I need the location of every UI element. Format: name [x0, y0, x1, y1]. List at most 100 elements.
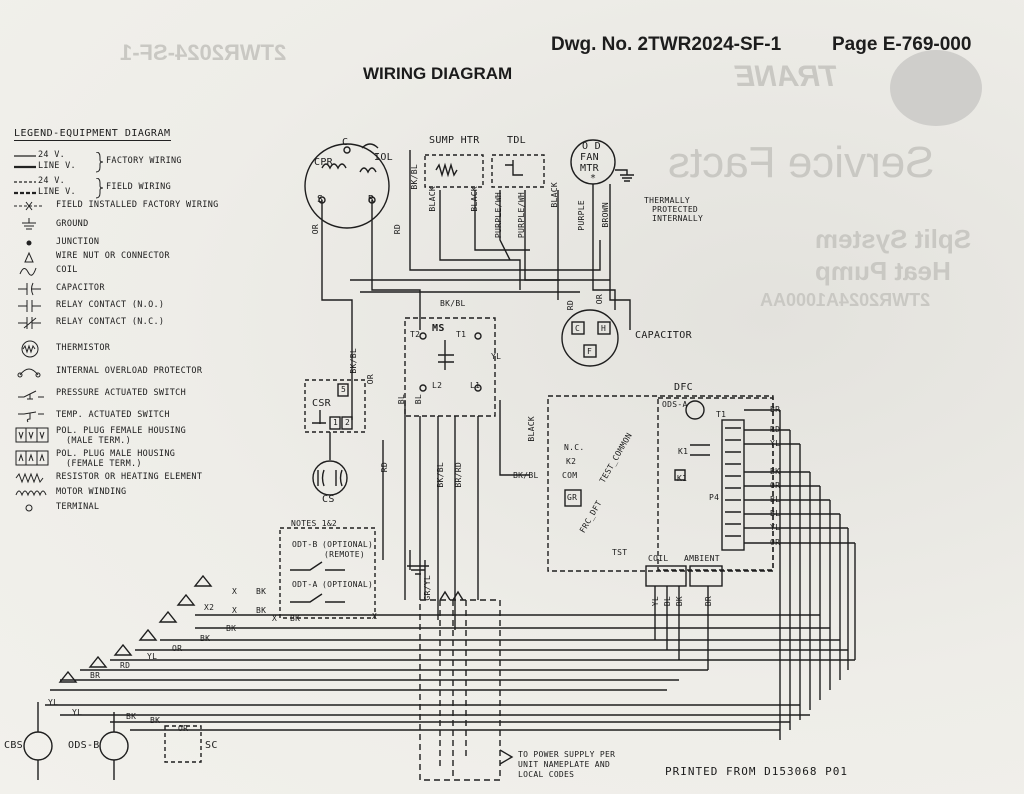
label-cpr-r: R — [368, 194, 375, 205]
wire-dfc-or: OR — [770, 481, 781, 490]
label-cpr-s: S — [317, 194, 324, 205]
wire-bk-bl-left: BK/BL — [349, 348, 358, 374]
wire-cbs-or: OR — [178, 724, 189, 733]
wire-dfc-or-2: OR — [770, 538, 781, 547]
power-note-1: TO POWER SUPPLY PER — [518, 750, 616, 759]
legend-item-relay-nc: RELAY CONTACT (N.C.) — [14, 316, 249, 330]
wire-rd-2: RD — [380, 462, 389, 473]
footer-printed-from: PRINTED FROM D153068 P01 — [665, 765, 848, 778]
label-dfc: DFC — [674, 382, 693, 393]
wire-bk-2: BK — [256, 606, 267, 615]
label-nc: N.C. — [564, 443, 585, 452]
label-l2: L2 — [432, 381, 443, 390]
wire-or-1: OR — [311, 224, 320, 235]
label-tst: TST — [612, 548, 628, 557]
coil-plug — [645, 565, 687, 587]
label-dfc-t1: T1 — [716, 410, 727, 419]
legend-field-label: FIELD WIRING — [106, 182, 172, 192]
wire-rd-cap: RD — [566, 300, 575, 311]
legend-item-temp-switch: TEMP. ACTUATED SWITCH — [14, 409, 249, 423]
label-t1: T1 — [456, 330, 467, 339]
label-cap-h: H — [601, 324, 607, 333]
wire-or-4: OR — [172, 644, 183, 653]
wire-coil-yl: YL — [651, 596, 660, 607]
diagram-title: WIRING DIAGRAM — [363, 64, 513, 83]
dfc-board-box — [547, 395, 774, 572]
legend-label-17: MOTOR WINDING — [56, 487, 127, 497]
legend-item-thermistor: THERMISTOR — [14, 340, 249, 358]
wire-bk-bl-k2: BK/BL — [513, 471, 539, 480]
wire-coil-bk: BK — [675, 596, 684, 607]
power-note-2: UNIT NAMEPLATE AND — [518, 760, 611, 769]
wire-bk-3: BK — [290, 614, 301, 623]
label-odt-b: ODT-B — [292, 540, 318, 549]
legend-item-junction: JUNCTION — [14, 236, 249, 250]
label-csr-5: 5 — [341, 385, 347, 394]
legend-item-field-installed: FIELD INSTALLED FACTORY WIRING — [14, 199, 249, 213]
legend-item-ground: GROUND — [14, 218, 249, 232]
legend-item-terminal: TERMINAL — [14, 501, 249, 515]
wire-bl-2: BL — [414, 394, 423, 405]
wire-x-a: X — [232, 587, 238, 596]
legend-label-14: POL. PLUG MALE HOUSING — [56, 449, 176, 459]
wire-dfc-bl-2: BL — [770, 509, 781, 518]
wire-cbs-yl-1: YL — [48, 698, 59, 707]
legend-label-7: RELAY CONTACT (N.C.) — [56, 317, 165, 327]
wire-purple: PURPLE — [577, 200, 586, 231]
legend-item-resistor: RESISTOR OR HEATING ELEMENT — [14, 471, 249, 485]
capacitor-symbol — [561, 309, 619, 367]
legend-field-line: LINE V. — [38, 187, 76, 197]
wire-black-3: BLACK — [550, 182, 559, 208]
wire-dfc-yl: YL — [770, 439, 781, 448]
wire-x-c: X — [272, 614, 278, 623]
legend-item-capacitor: CAPACITOR — [14, 282, 249, 296]
wire-cbs-bk-2: BK — [150, 716, 161, 725]
label-p4: P4 — [709, 493, 720, 502]
label-x2: X2 — [204, 603, 215, 612]
label-tdl: TDL — [507, 135, 526, 146]
wire-black-k2: BLACK — [527, 416, 536, 442]
label-cpr: CPR — [314, 157, 333, 168]
wire-rd-4: RD — [120, 661, 131, 670]
wire-cbs-yl-2: YL — [72, 708, 83, 717]
power-note-3: LOCAL CODES — [518, 770, 575, 779]
legend-item-motor-winding: MOTOR WINDING — [14, 486, 249, 500]
legend-factory-wiring: 24 V. LINE V. FACTORY WIRING — [14, 150, 249, 173]
label-cpr-c: C — [342, 137, 349, 148]
label-capacitor: CAPACITOR — [635, 330, 692, 341]
wire-dfc-bk: BK — [770, 467, 781, 476]
label-csr-2: 2 — [345, 418, 351, 427]
label-remote: (REMOTE) — [324, 550, 365, 559]
label-ods-b: ODS-B — [68, 740, 100, 751]
label-csr-1: 1 — [333, 418, 339, 427]
wire-bl-1: BL — [397, 394, 406, 405]
wire-or-3: OR — [595, 294, 604, 305]
legend-item-pressure-switch: PRESSURE ACTUATED SWITCH — [14, 387, 249, 401]
label-coil: COIL — [648, 554, 669, 563]
label-gr: GR — [567, 493, 578, 502]
label-optional: (OPTIONAL) — [322, 580, 374, 589]
wire-br-rd-low: BR/RD — [454, 462, 463, 488]
wire-dfc-br: BR — [770, 405, 781, 414]
legend-factory-label: FACTORY WIRING — [106, 156, 182, 166]
legend-label-9: INTERNAL OVERLOAD PROTECTOR — [56, 366, 203, 376]
legend-item-coil: COIL — [14, 264, 249, 278]
label-cap-f: F — [587, 347, 593, 356]
wire-black-2: BLACK — [470, 186, 479, 212]
wire-purple-wh-1: PURPLE/WH — [494, 192, 503, 239]
legend-label-13: (MALE TERM.) — [66, 436, 132, 446]
legend-item-overload: INTERNAL OVERLOAD PROTECTOR — [14, 365, 249, 379]
ods-b-sensor — [99, 731, 129, 761]
contactor-ms-box — [404, 317, 496, 417]
wire-bk-1: BK — [256, 587, 267, 596]
wire-br-4: BR — [90, 671, 101, 680]
label-sc: SC — [205, 740, 218, 751]
ghost-logo-circle — [890, 50, 982, 126]
legend-label-3: WIRE NUT OR CONNECTOR — [56, 251, 170, 261]
wire-yl-4: YL — [147, 652, 158, 661]
legend-label-6: RELAY CONTACT (N.O.) — [56, 300, 165, 310]
label-sump-htr: SUMP HTR — [429, 135, 480, 146]
wire-coil-bl: BL — [663, 596, 672, 607]
legend-label-18: TERMINAL — [56, 502, 100, 512]
